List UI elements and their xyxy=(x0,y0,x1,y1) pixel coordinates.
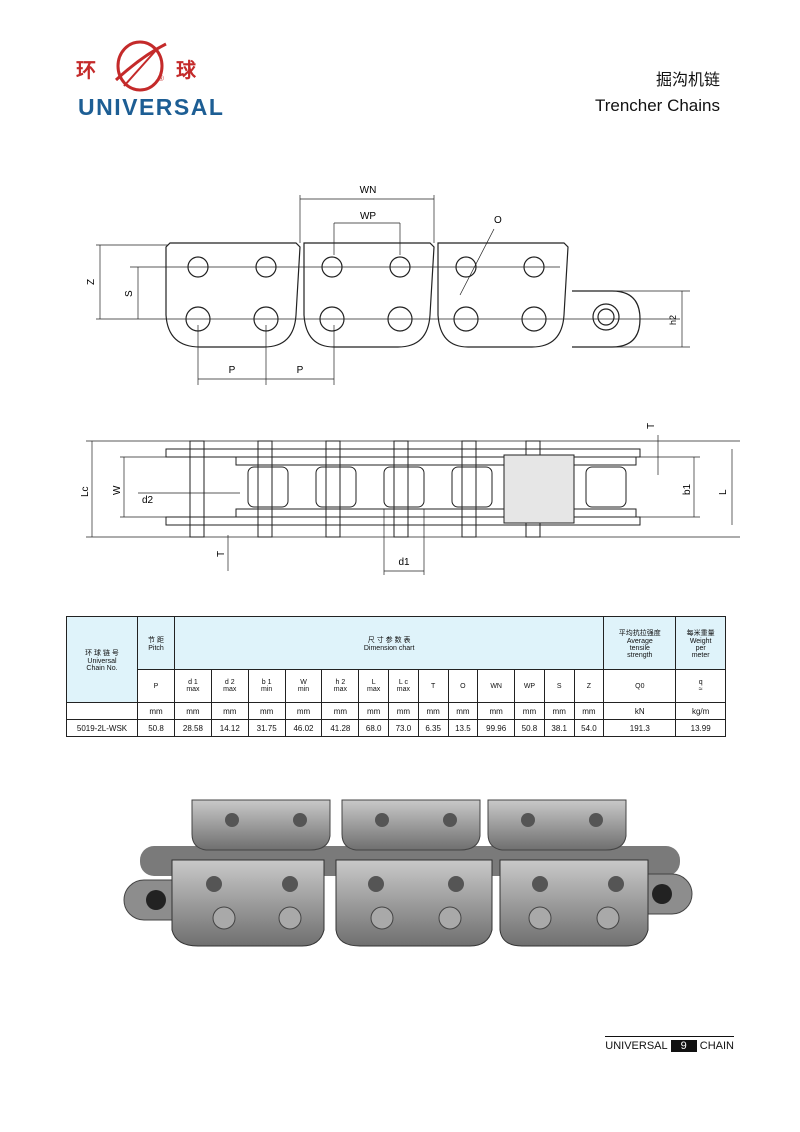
unit-cell: mm xyxy=(174,702,212,720)
label-d1: d1 xyxy=(398,557,410,568)
value-cell: 191.3 xyxy=(603,719,677,737)
value-cell: 28.58 xyxy=(174,719,212,737)
label-b1: b1 xyxy=(682,483,693,495)
side-view-drawing: WN WP O Z S h2 P P xyxy=(86,185,690,385)
value-cell: 14.12 xyxy=(210,719,249,737)
brand-chinese-right: 球 xyxy=(176,58,196,82)
page-footer: UNIVERSAL 9 CHAIN xyxy=(605,1036,734,1052)
header-pitch: 节 距 Pitch xyxy=(137,616,175,670)
symbol-cell: WN xyxy=(477,669,516,703)
value-cell: 73.0 xyxy=(388,719,419,737)
unit-cell: mm xyxy=(247,702,286,720)
brand-english: UNIVERSAL xyxy=(78,94,225,120)
symbol-cell: O xyxy=(447,669,479,703)
unit-cell: mm xyxy=(388,702,419,720)
top-view-drawing: Lc W d2 T T b1 L d1 xyxy=(80,423,740,575)
unit-row-spacer xyxy=(66,702,138,720)
label-t-top: T xyxy=(646,423,657,429)
unit-cell: mm xyxy=(417,702,449,720)
unit-cell: mm xyxy=(210,702,249,720)
dimension-table: 环 球 链 号 Universal Chain No. 节 距 Pitch 尺 … xyxy=(66,616,726,737)
logo-emblem-icon xyxy=(114,40,167,92)
unit-cell: mm xyxy=(321,702,360,720)
label-wp: WP xyxy=(360,211,376,222)
label-h2: h2 xyxy=(668,315,678,325)
value-cell: 6.35 xyxy=(417,719,449,737)
header-weight: 每米重量 Weight per meter xyxy=(675,616,726,670)
value-cell: 46.02 xyxy=(284,719,323,737)
header-dimension-chart: 尺 寸 参 数 表 Dimension chart xyxy=(173,616,605,670)
value-cell: 68.0 xyxy=(358,719,390,737)
symbol-cell: S xyxy=(543,669,575,703)
page-number: 9 xyxy=(670,1040,697,1052)
value-cell: 41.28 xyxy=(321,719,360,737)
label-l: L xyxy=(718,489,729,495)
value-cell: 13.5 xyxy=(447,719,479,737)
header-chain-no: 环 球 链 号 Universal Chain No. xyxy=(66,616,138,703)
label-lc: Lc xyxy=(80,486,91,497)
value-cell: 54.0 xyxy=(573,719,605,737)
label-t-bottom: T xyxy=(216,551,227,557)
chain-photo xyxy=(123,799,693,947)
symbol-cell: WP xyxy=(514,669,545,703)
footer-brand: UNIVERSAL xyxy=(605,1040,668,1052)
symbol-cell: T xyxy=(417,669,449,703)
registered-mark: ® xyxy=(158,74,164,83)
unit-cell: mm xyxy=(447,702,479,720)
brand-logo: 环 球 ® UNIVERSAL xyxy=(72,36,223,126)
symbol-cell: P xyxy=(137,669,175,703)
label-o: O xyxy=(494,215,502,226)
value-cell: 13.99 xyxy=(675,719,726,737)
unit-cell: mm xyxy=(543,702,575,720)
label-wn: WN xyxy=(360,185,377,196)
unit-cell: mm xyxy=(284,702,323,720)
label-p2: P xyxy=(297,365,304,376)
unit-cell: mm xyxy=(137,702,175,720)
unit-cell: mm xyxy=(514,702,545,720)
value-cell: 50.8 xyxy=(137,719,175,737)
page-title-english: Trencher Chains xyxy=(594,96,720,115)
brand-chinese-left: 环 xyxy=(76,58,96,82)
plate-1 xyxy=(165,242,301,348)
value-cell: 99.96 xyxy=(477,719,516,737)
label-s: S xyxy=(124,290,135,297)
label-d2: d2 xyxy=(142,495,154,506)
plate-3 xyxy=(437,242,569,348)
label-p1: P xyxy=(229,365,236,376)
footer-word: CHAIN xyxy=(699,1040,734,1052)
chain-no-cell: 5019-2L-WSK xyxy=(66,719,138,737)
value-cell: 31.75 xyxy=(247,719,286,737)
symbol-cell: q≈ xyxy=(675,669,726,703)
label-w: W xyxy=(112,485,123,495)
label-z: Z xyxy=(86,279,97,285)
plate-2 xyxy=(303,242,435,348)
symbol-cell: Z xyxy=(573,669,605,703)
page-title-chinese: 掘沟机链 xyxy=(655,70,720,89)
value-cell: 50.8 xyxy=(514,719,545,737)
unit-cell: mm xyxy=(358,702,390,720)
unit-cell: kg/m xyxy=(675,702,726,720)
unit-cell: kN xyxy=(603,702,677,720)
header-strength: 平均抗拉强度 Average tensile strength xyxy=(603,616,677,670)
unit-cell: mm xyxy=(477,702,516,720)
footer-rule xyxy=(605,1036,734,1037)
symbol-cell: Q0 xyxy=(603,669,677,703)
value-cell: 38.1 xyxy=(543,719,575,737)
unit-cell: mm xyxy=(573,702,605,720)
